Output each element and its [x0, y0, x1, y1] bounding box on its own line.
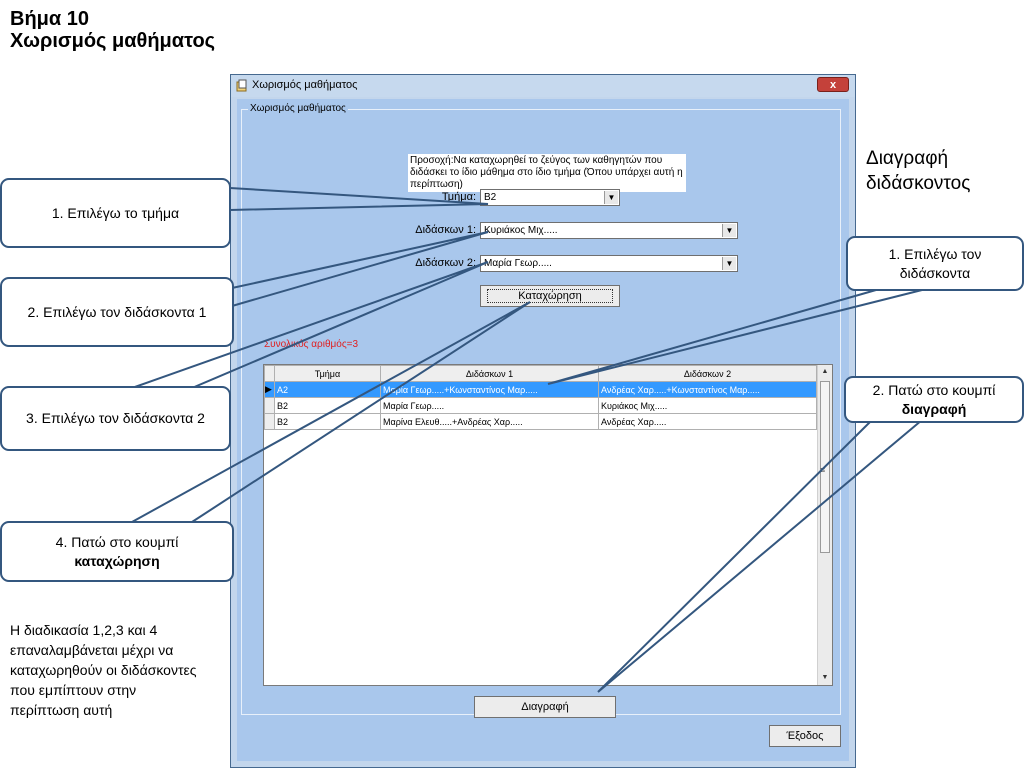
cell-teacher1[interactable]: Μαρία Γεωρ.....+Κωνσταντίνος Μαρ.....	[380, 381, 599, 398]
side-heading: Διαγραφή διδάσκοντος	[866, 148, 971, 194]
table-row[interactable]: ▶ A2 Μαρία Γεωρ.....+Κωνσταντίνος Μαρ...…	[264, 381, 817, 398]
teacher2-select-value: Μαρία Γεωρ.....	[484, 258, 552, 269]
callout-text: 1. Επιλέγω το τμήμα	[51, 204, 180, 221]
scroll-down-icon[interactable]: ▼	[821, 674, 829, 681]
split-lesson-window: Χωρισμός μαθήματος x Χωρισμός μαθήματος …	[230, 74, 856, 768]
row-indicator-header	[264, 365, 275, 382]
warning-text: Προσοχή:Να καταχωρηθεί το ζεύγος των καθ…	[408, 154, 686, 192]
window-titlebar[interactable]: Χωρισμός μαθήματος x	[231, 75, 855, 97]
cell-teacher1[interactable]: Μαρία Γεωρ.....	[380, 397, 599, 414]
class-select-value: B2	[484, 192, 497, 203]
callout-text: 3. Επιλέγω τον διδάσκοντα 2	[26, 410, 205, 426]
table-scrollbar[interactable]: ▲ ≡ ▼	[817, 365, 832, 685]
register-button-label: Καταχώρηση	[487, 289, 613, 303]
teacher1-select-value: Κυριάκος Μιχ.....	[484, 225, 558, 236]
process-note: Η διαδικασία 1,2,3 και 4 επαναλαμβάνεται…	[10, 622, 197, 718]
row-indicator	[264, 413, 275, 430]
pairs-table-body: Τμήμα Διδάσκων 1 Διδάσκων 2 ▶ A2 Μαρία Γ…	[264, 365, 817, 430]
cell-teacher2[interactable]: Ανδρέας Χαρ.....+Κωνσταντίνος Μαρ.....	[598, 381, 817, 398]
scroll-up-icon[interactable]: ▲	[821, 368, 829, 375]
window-title: Χωρισμός μαθήματος	[252, 79, 358, 91]
cell-class[interactable]: B2	[274, 413, 381, 430]
callout-select-teacher: 1. Επιλέγω τον διδάσκοντα	[846, 236, 1024, 291]
app-icon	[236, 79, 247, 92]
column-header-teacher2[interactable]: Διδάσκων 2	[598, 365, 817, 382]
cell-class[interactable]: B2	[274, 397, 381, 414]
callout-text: 2. Επιλέγω τον διδάσκοντα 1	[27, 303, 207, 320]
window-client: Χωρισμός μαθήματος Προσοχή:Να καταχωρηθε…	[237, 99, 849, 761]
close-button[interactable]: x	[817, 77, 849, 92]
callout-select-teacher1: 2. Επιλέγω τον διδάσκοντα 1	[0, 277, 234, 347]
scroll-grip-icon: ≡	[820, 465, 826, 475]
column-header-class[interactable]: Τμήμα	[274, 365, 381, 382]
cell-teacher2[interactable]: Κυριάκος Μιχ.....	[598, 397, 817, 414]
slide-title: Βήμα 10 Χωρισμός μαθήματος	[10, 8, 215, 52]
callout-press-register: 4. Πατώ στο κουμπί καταχώρηση	[0, 521, 234, 582]
callout-text: 1. Επιλέγω τον διδάσκοντα	[888, 245, 982, 281]
register-button[interactable]: Καταχώρηση	[480, 285, 620, 307]
teacher2-select[interactable]: Μαρία Γεωρ..... ▼	[480, 255, 738, 272]
callout-bold-text: διαγραφή	[901, 400, 967, 417]
page-title: Χωρισμός μαθήματος	[10, 30, 216, 52]
callout-text: 4. Πατώ στο κουμπί	[55, 533, 179, 550]
step-heading: Βήμα 10	[10, 8, 89, 30]
callout-bold-text: καταχώρηση	[74, 552, 160, 569]
row-pointer-icon: ▶	[264, 381, 275, 398]
callout-select-teacher2: 3. Επιλέγω τον διδάσκοντα 2	[0, 386, 231, 451]
callout-press-delete: 2. Πατώ στο κουμπί διαγραφή	[844, 376, 1024, 423]
column-header-teacher1[interactable]: Διδάσκων 1	[380, 365, 599, 382]
pairs-table[interactable]: Τμήμα Διδάσκων 1 Διδάσκων 2 ▶ A2 Μαρία Γ…	[263, 364, 833, 686]
total-count: Συνολικός αριθμός=3	[264, 339, 359, 350]
delete-button[interactable]: Διαγραφή	[474, 696, 616, 718]
class-select[interactable]: B2 ▼	[480, 189, 620, 206]
table-row[interactable]: B2 Μαρία Γεωρ..... Κυριάκος Μιχ.....	[264, 397, 817, 414]
table-row[interactable]: B2 Μαρίνα Ελευθ.....+Ανδρέας Χαρ..... Αν…	[264, 413, 817, 430]
groupbox-label: Χωρισμός μαθήματος	[248, 103, 348, 114]
table-header-row: Τμήμα Διδάσκων 1 Διδάσκων 2	[264, 365, 817, 382]
cell-teacher1[interactable]: Μαρίνα Ελευθ.....+Ανδρέας Χαρ.....	[380, 413, 599, 430]
chevron-down-icon[interactable]: ▼	[722, 224, 736, 237]
groupbox: Χωρισμός μαθήματος Προσοχή:Να καταχωρηθε…	[241, 103, 841, 718]
callout-select-class: 1. Επιλέγω το τμήμα	[0, 178, 231, 248]
cell-class[interactable]: A2	[274, 381, 381, 398]
teacher1-select[interactable]: Κυριάκος Μιχ..... ▼	[480, 222, 738, 239]
chevron-down-icon[interactable]: ▼	[604, 191, 618, 204]
row-indicator	[264, 397, 275, 414]
cell-teacher2[interactable]: Ανδρέας Χαρ.....	[598, 413, 817, 430]
exit-button[interactable]: Έξοδος	[769, 725, 841, 747]
teacher1-label: Διδάσκων 1:	[415, 224, 476, 236]
teacher2-label: Διδάσκων 2:	[415, 257, 476, 269]
chevron-down-icon[interactable]: ▼	[722, 257, 736, 270]
callout-text: 2. Πατώ στο κουμπί	[872, 381, 996, 398]
class-label: Τμήμα:	[441, 191, 476, 203]
